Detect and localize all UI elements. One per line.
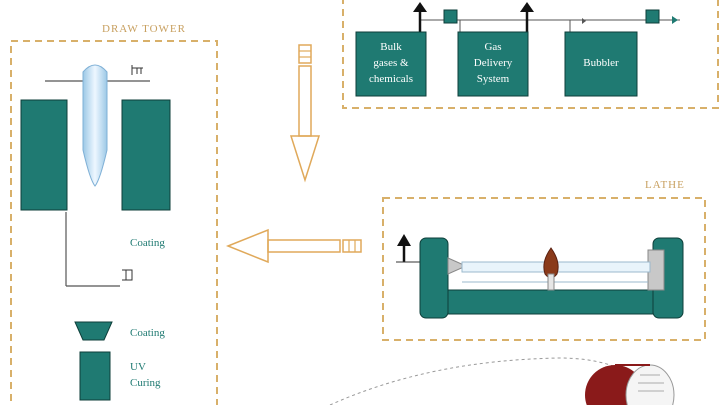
gas-box-label: Bubbler (583, 57, 619, 69)
gas-box-label: Bulk (380, 41, 402, 53)
gas-system-frame (342, 0, 719, 109)
lathe-title: LATHE (645, 179, 685, 191)
up-arrow-icon (520, 2, 534, 32)
up-arrow-icon (397, 234, 411, 262)
valve-icon (443, 9, 458, 24)
glass-preform (82, 64, 108, 187)
gas-system-panel: Bulk gases & chemicals Gas Delivery Syst… (342, 0, 719, 109)
spool-icon (329, 357, 675, 405)
valve-icon (645, 9, 660, 24)
bulk-gases-box: Bulk gases & chemicals (355, 31, 427, 97)
up-arrow-icon (413, 2, 427, 32)
furnace-right (121, 99, 171, 211)
gas-box-label: System (477, 73, 510, 85)
curing-label: Curing (130, 377, 161, 389)
lathe-bed (447, 289, 654, 315)
draw-tower-frame (10, 40, 218, 405)
flame-icon (543, 247, 559, 291)
bubbler-box: Bubbler (564, 31, 638, 97)
left-flow-arrow (225, 228, 362, 264)
gas-box-label: gases & (373, 57, 409, 69)
lathe-panel: LATHE (382, 179, 706, 341)
lathe-headstock (419, 237, 449, 319)
furnace-left (20, 99, 68, 211)
gas-box-label: Delivery (474, 57, 513, 69)
coating-label: Coating (130, 237, 165, 249)
coating-cup-label: Coating (130, 327, 165, 339)
draw-tower-title: DRAW TOWER (102, 23, 186, 35)
gas-delivery-box: Gas Delivery System (457, 31, 529, 97)
down-flow-arrow (289, 44, 321, 183)
lathe-frame (382, 197, 706, 341)
uv-curing-block (79, 351, 111, 401)
gas-box-label: Gas (484, 41, 501, 53)
gas-box-label: chemicals (369, 73, 413, 85)
uv-label: UV (130, 361, 146, 373)
draw-tower-panel: DRAW TOWER Coating Coating UV Curing (10, 23, 218, 405)
coating-cup (74, 321, 113, 341)
